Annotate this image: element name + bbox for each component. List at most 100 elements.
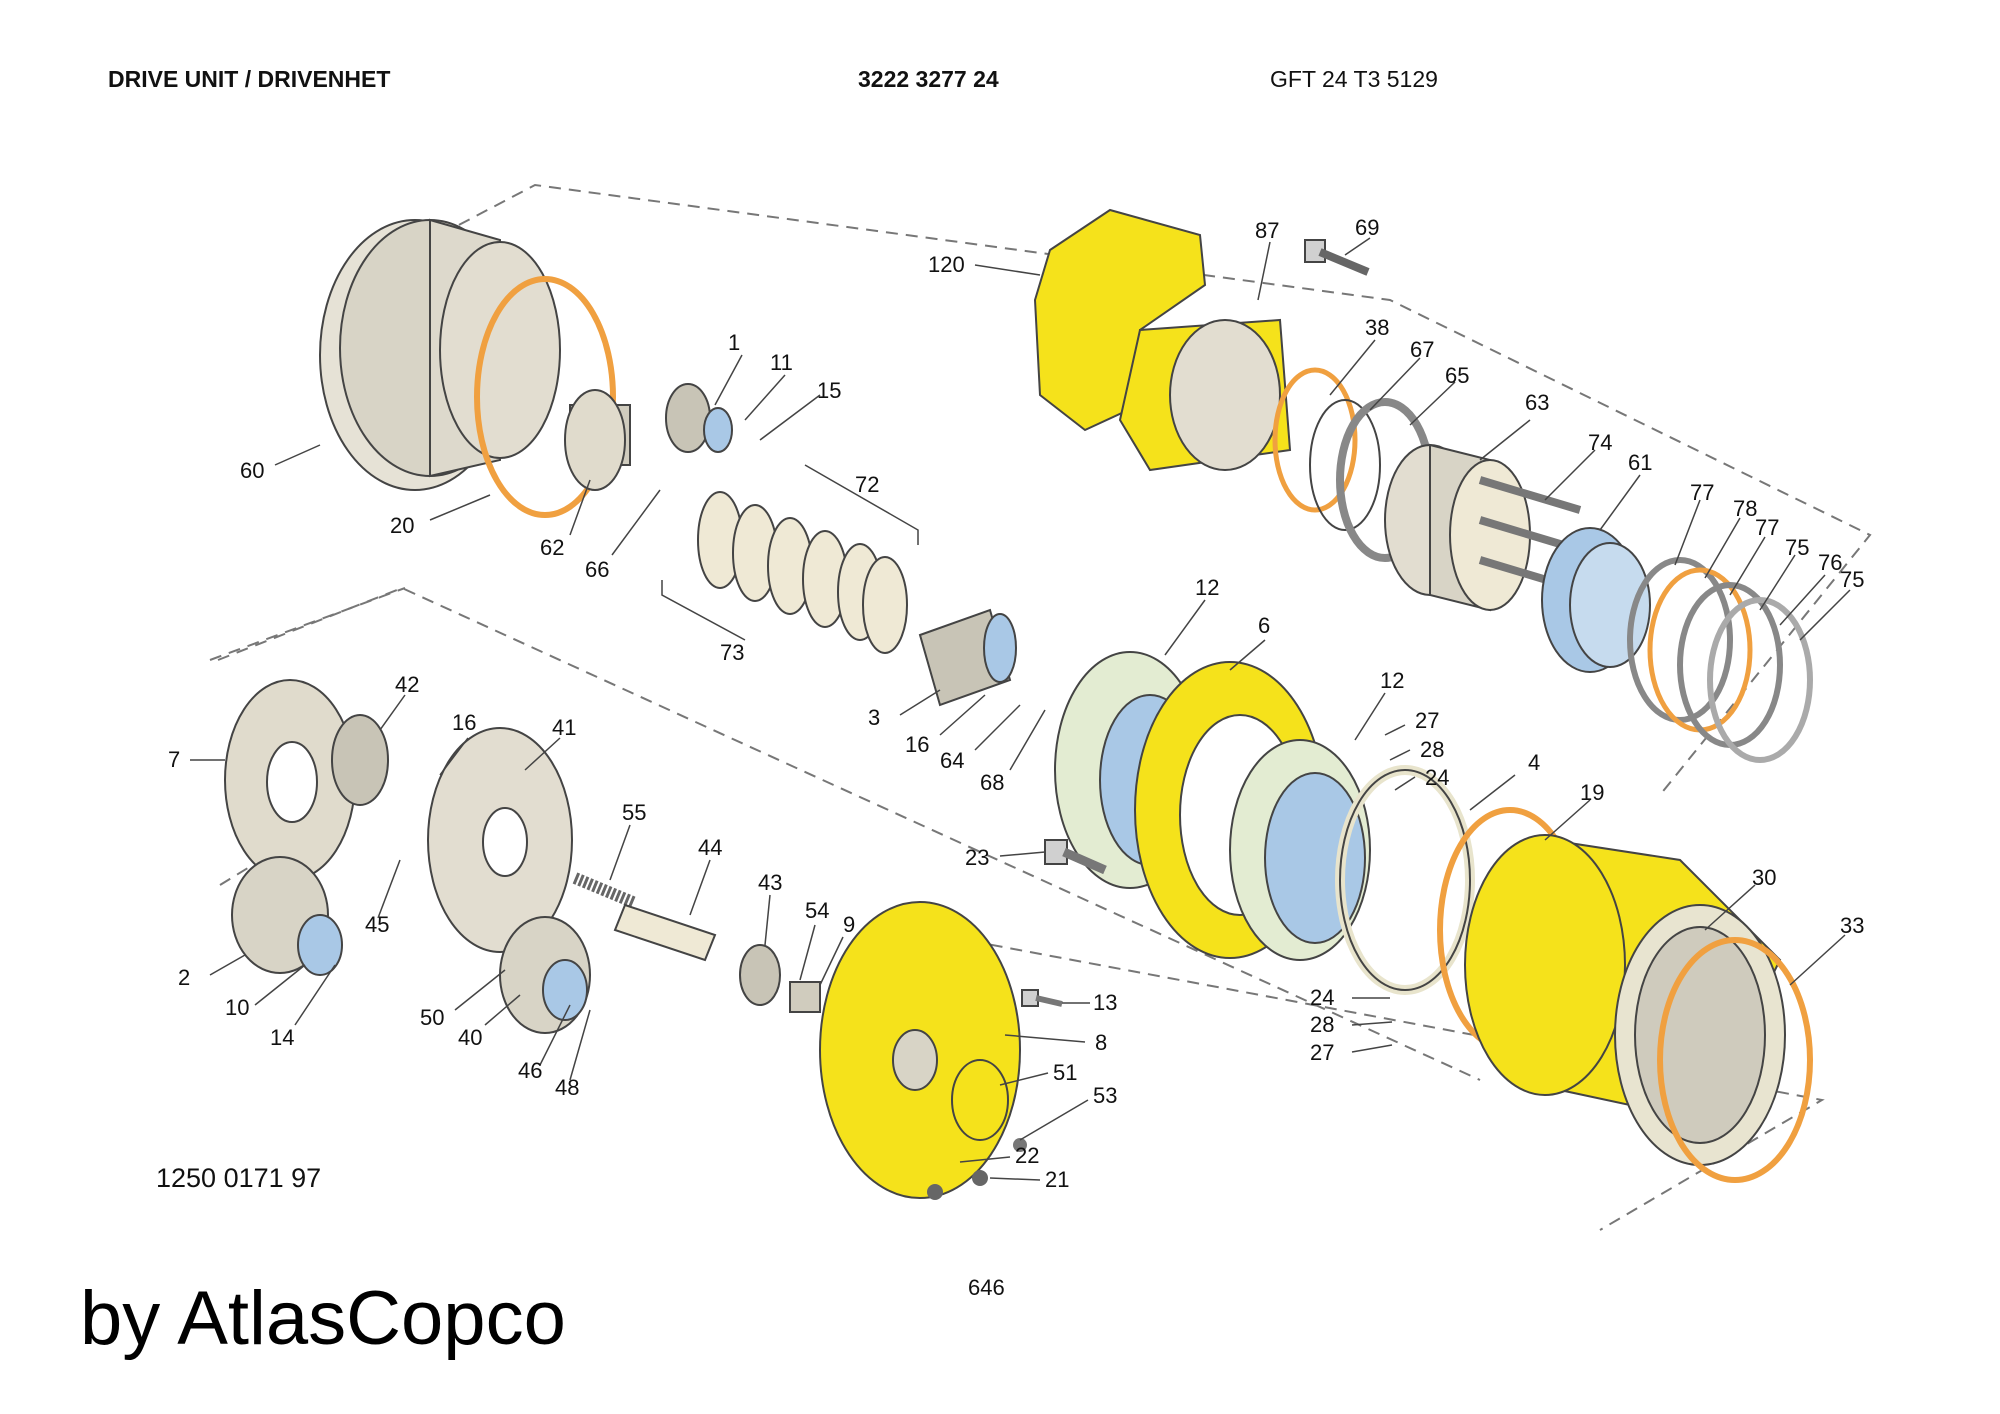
callout: 65: [1409, 363, 1469, 426]
callout: 78: [1704, 496, 1757, 579]
callout-44: 44: [698, 835, 722, 860]
callout: 73: [661, 580, 746, 665]
callout: 14: [270, 964, 336, 1050]
cap-51: [951, 1059, 1009, 1141]
callout-11: 11: [770, 350, 793, 375]
callout-30: 30: [1752, 865, 1776, 890]
planet-gear-2: [231, 856, 343, 976]
callout: 64: [940, 704, 1021, 773]
callout: 63: [1479, 390, 1549, 461]
callout-16: 16: [905, 732, 929, 757]
callout-45: 45: [365, 912, 389, 937]
callout-51: 51: [1053, 1060, 1077, 1085]
callout: 51: [999, 1060, 1077, 1086]
callout: 46: [518, 1004, 571, 1083]
callout: 16: [439, 710, 476, 776]
callout-33: 33: [1840, 913, 1864, 938]
header-model: GFT 24 T3 5129: [1270, 66, 1438, 92]
callout: 3: [868, 689, 941, 730]
callout: 48: [555, 1009, 591, 1100]
callout-48: 48: [555, 1075, 579, 1100]
gear-43: [739, 944, 781, 1006]
callout-10: 10: [225, 995, 249, 1020]
callout: 9: [819, 912, 855, 986]
page-number: 646: [968, 1275, 1005, 1300]
callout-43: 43: [758, 870, 782, 895]
callout-73: 73: [720, 640, 744, 665]
callout-27: 27: [1415, 708, 1439, 733]
callout-54: 54: [805, 898, 829, 923]
callout: 30: [1704, 865, 1776, 931]
callout-40: 40: [458, 1025, 482, 1050]
callout: 19: [1544, 780, 1604, 841]
callout-75: 75: [1840, 567, 1864, 592]
callout: 10: [225, 964, 306, 1020]
callout: 38: [1329, 315, 1389, 396]
disc-41: [427, 727, 573, 953]
callout: 12: [1354, 668, 1404, 741]
callout-6: 6: [1258, 613, 1270, 638]
bearing-61: [1541, 527, 1651, 673]
callout: 69: [1344, 215, 1379, 256]
callout-21: 21: [1045, 1167, 1069, 1192]
gear-42: [331, 714, 389, 806]
callout: 16: [905, 694, 986, 757]
callout-20: 20: [390, 513, 414, 538]
callout-7: 7: [168, 747, 180, 772]
callout-72: 72: [855, 472, 879, 497]
planet-carrier-62: [564, 389, 631, 491]
callout-77: 77: [1755, 515, 1779, 540]
header-title: DRIVE UNIT / DRIVENHET: [108, 66, 391, 92]
callout-1: 1: [728, 330, 740, 355]
callout: 8: [1004, 1030, 1107, 1055]
watermark-text: by AtlasCopco: [80, 1276, 566, 1361]
callout: 11: [744, 350, 793, 421]
callout: 13: [1062, 990, 1117, 1015]
callout: 75: [1759, 535, 1809, 611]
callout-8: 8: [1095, 1030, 1107, 1055]
callout: 15: [759, 378, 841, 441]
bolt-69: [1304, 239, 1370, 276]
brake-piston-63: [1384, 443, 1531, 612]
callout-62: 62: [540, 535, 564, 560]
callout-38: 38: [1365, 315, 1389, 340]
callout: 28: [1310, 1012, 1393, 1037]
callout: 42: [379, 672, 419, 731]
callout-22: 22: [1015, 1143, 1039, 1168]
planet-gear-40: [499, 916, 591, 1034]
spline-shaft-3: [918, 608, 1017, 707]
callout: 50: [420, 969, 506, 1030]
callout: 77: [1674, 480, 1714, 566]
callout-4: 4: [1528, 750, 1540, 775]
callout: 43: [758, 870, 782, 946]
callout: 40: [458, 994, 521, 1050]
callout-69: 69: [1355, 215, 1379, 240]
callout-74: 74: [1588, 430, 1612, 455]
callout: 45: [365, 859, 401, 937]
callout: 44: [689, 835, 722, 916]
disc-pack: [697, 491, 908, 654]
callout-67: 67: [1410, 337, 1434, 362]
hub-housing-part: [319, 218, 561, 491]
callout: 72: [804, 464, 919, 545]
callout: 77: [1729, 515, 1779, 596]
callout-23: 23: [965, 845, 989, 870]
callout: 53: [1019, 1083, 1117, 1141]
callout-63: 63: [1525, 390, 1549, 415]
o-ring-20: [474, 276, 616, 518]
o-ring-33: [1657, 937, 1813, 1183]
callout: 33: [1789, 913, 1864, 986]
sun-gear-1: [665, 383, 733, 453]
bushing-9: [789, 981, 821, 1013]
callout: 24: [1310, 985, 1390, 1010]
header-part-number: 3222 3277 24: [858, 66, 999, 92]
callout: 2: [178, 954, 246, 990]
callout-61: 61: [1628, 450, 1652, 475]
callout-19: 19: [1580, 780, 1604, 805]
callout: 120: [928, 252, 1041, 277]
callout-87: 87: [1255, 218, 1279, 243]
callout-2: 2: [178, 965, 190, 990]
callout: 60: [240, 444, 321, 483]
callout: 1: [714, 330, 743, 406]
